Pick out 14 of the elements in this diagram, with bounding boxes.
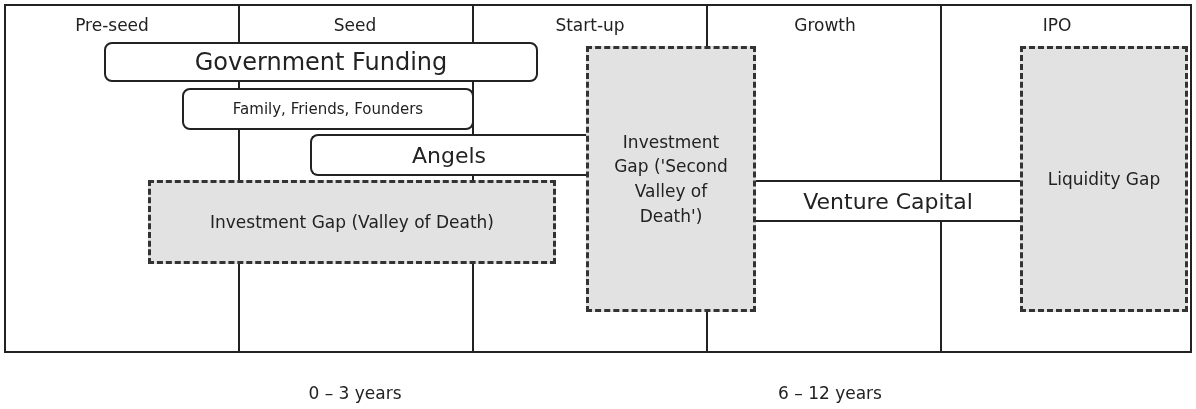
duration-label: 0 – 3 years [308,383,402,403]
funding-source-box: Government Funding [104,42,538,82]
funding-source-box: Angels [310,134,586,176]
funding-gap-box: Investment Gap (Valley of Death) [148,180,556,264]
column-header: Growth [794,15,856,35]
column-header: IPO [1042,15,1072,35]
funding-source-box: Venture Capital [756,180,1020,222]
duration-label: 6 – 12 years [778,383,882,403]
column-header: Pre-seed [75,15,149,35]
funding-source-box: Family, Friends, Founders [182,88,474,130]
column-header: Start-up [555,15,625,35]
funding-gap-box: Investment Gap ('Second Valley of Death') [586,46,756,312]
column-header: Seed [333,15,377,35]
funding-gap-box: Liquidity Gap [1020,46,1188,312]
